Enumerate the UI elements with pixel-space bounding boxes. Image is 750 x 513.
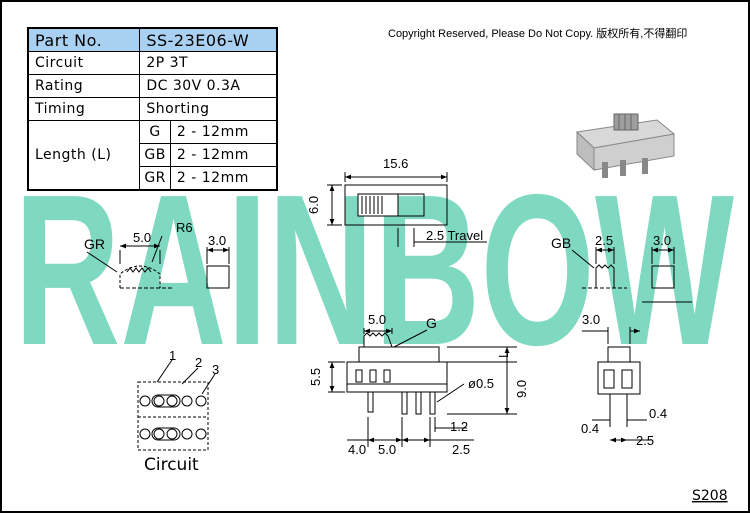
length-row: GB 2 - 12mm (28, 143, 278, 167)
gr-label: GR (84, 236, 105, 252)
part-no-label: Part No. (27, 27, 141, 52)
hole-diameter: ø0.5 (468, 376, 494, 391)
circuit-pin-2: 2 (195, 355, 202, 370)
timing-label: Timing (27, 97, 141, 121)
gb-width: 2.5 (595, 233, 613, 248)
pitch-c: 2.5 (452, 442, 470, 457)
side-top: 3.0 (582, 312, 600, 327)
g-label: G (426, 315, 437, 331)
pitch-a: 4.0 (348, 442, 366, 457)
total-height: 9.0 (514, 380, 529, 398)
length-value: 2 - 12mm (169, 143, 278, 167)
length-row: GR 2 - 12mm (28, 166, 278, 191)
pin-width: 1.2 (450, 419, 468, 434)
spec-table: Part No. SS-23E06-W Circuit 2P 3T Rating… (27, 27, 278, 191)
travel-dimension: 2.5 Travel (426, 228, 483, 243)
length-dimension: L (496, 351, 511, 358)
pitch-b: 5.0 (378, 442, 396, 457)
side-pin-left: 0.4 (581, 421, 599, 436)
length-value: 2 - 12mm (169, 166, 278, 191)
front-view (328, 328, 517, 447)
product-illustration (575, 113, 676, 178)
top-view (327, 172, 487, 247)
gr-radius: R6 (176, 220, 193, 235)
top-view-height: 6.0 (306, 196, 321, 214)
length-label: Length (L) (27, 120, 141, 191)
page-code: S208 (692, 488, 728, 504)
copyright-notice: Copyright Reserved, Please Do Not Copy. … (388, 28, 688, 40)
length-code: GB (139, 143, 171, 167)
circuit-diagram (137, 359, 216, 451)
gb-label: GB (551, 235, 571, 251)
circuit-pin-1: 1 (169, 348, 176, 363)
gr-side: 3.0 (208, 233, 226, 248)
side-pitch: 2.5 (636, 433, 654, 448)
circuit-caption: Circuit (144, 455, 199, 475)
gb-actuator-detail (571, 247, 692, 303)
length-row: Length (L) G 2 - 12mm (27, 120, 278, 191)
actuator-width: 5.0 (368, 312, 386, 327)
side-pin-right: 0.4 (649, 406, 667, 421)
circuit-pin-3: 3 (212, 362, 219, 377)
side-view (582, 327, 652, 443)
gr-actuator-detail (86, 235, 230, 289)
rating-value: DC 30V 0.3A (139, 74, 278, 98)
part-no-row: Part No. SS-23E06-W (27, 27, 278, 52)
gb-side: 3.0 (653, 233, 671, 248)
circuit-value: 2P 3T (139, 51, 278, 75)
timing-row: Timing Shorting (27, 97, 278, 121)
body-height: 5.5 (308, 368, 323, 386)
part-no-value: SS-23E06-W (139, 27, 278, 52)
gr-width: 5.0 (133, 230, 151, 245)
length-code: GR (139, 166, 171, 191)
top-view-width: 15.6 (383, 156, 408, 171)
rating-row: Rating DC 30V 0.3A (27, 74, 278, 98)
